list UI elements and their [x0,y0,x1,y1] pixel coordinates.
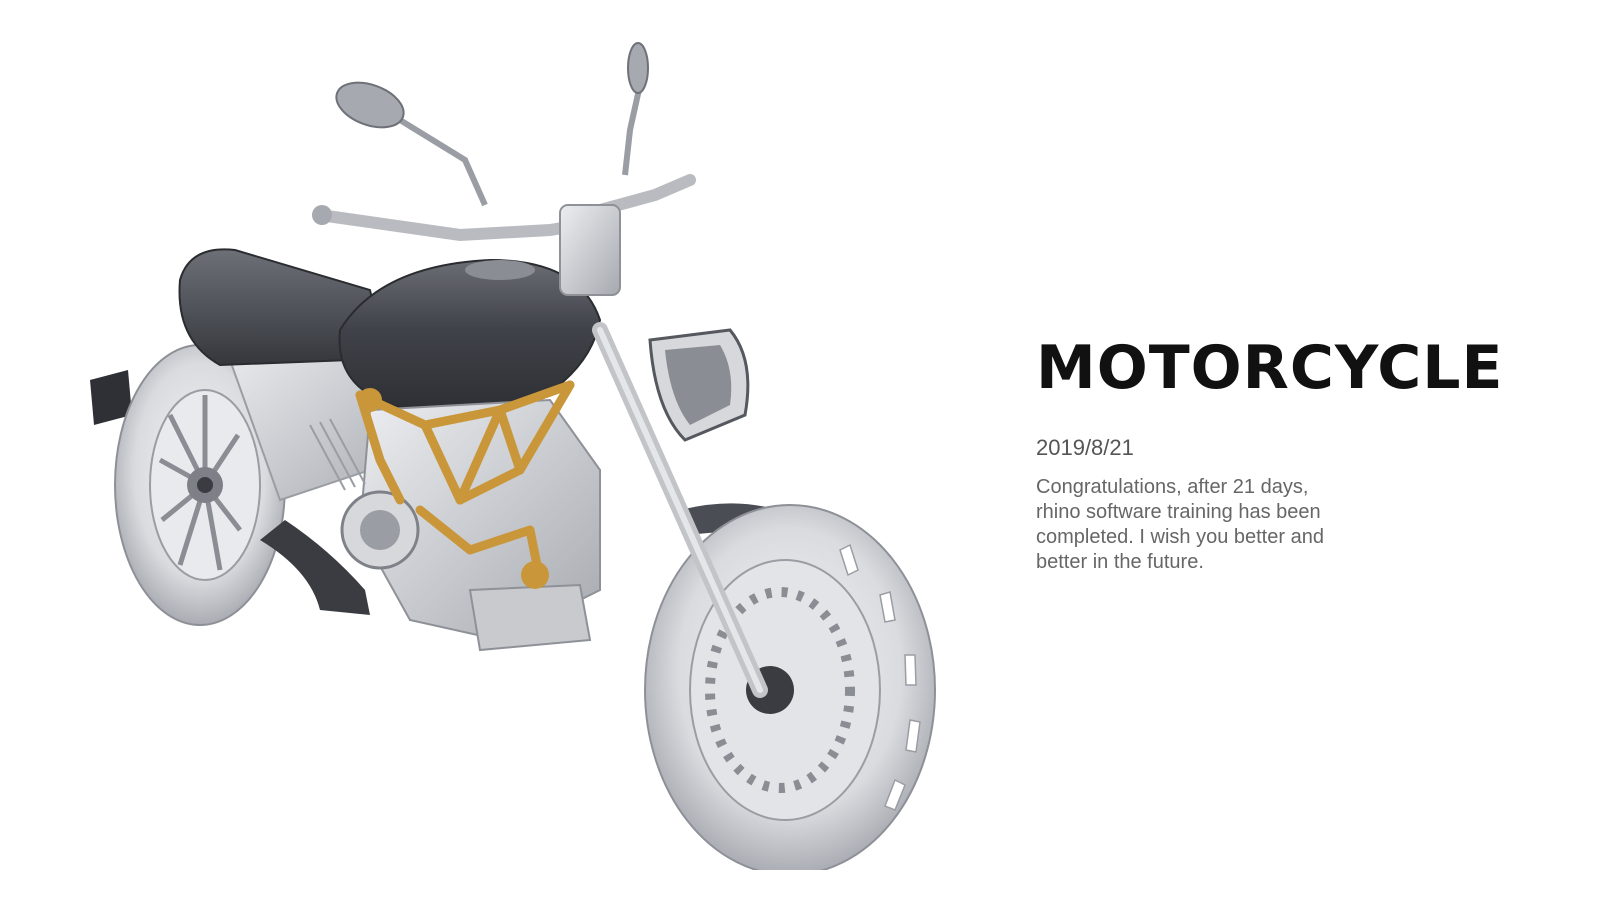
description-text: Congratulations, after 21 days, rhino so… [1036,476,1324,573]
text-panel: MOTORCYCLE 2019/8/21 Congratulations, af… [1036,333,1504,575]
trellis-frame [355,380,575,585]
date-label: 2019/8/21 [1036,435,1134,460]
motorcycle-render [90,42,936,870]
page-title: MOTORCYCLE [1036,333,1504,403]
rear-wheel [114,344,286,626]
front-wheel [644,504,936,870]
